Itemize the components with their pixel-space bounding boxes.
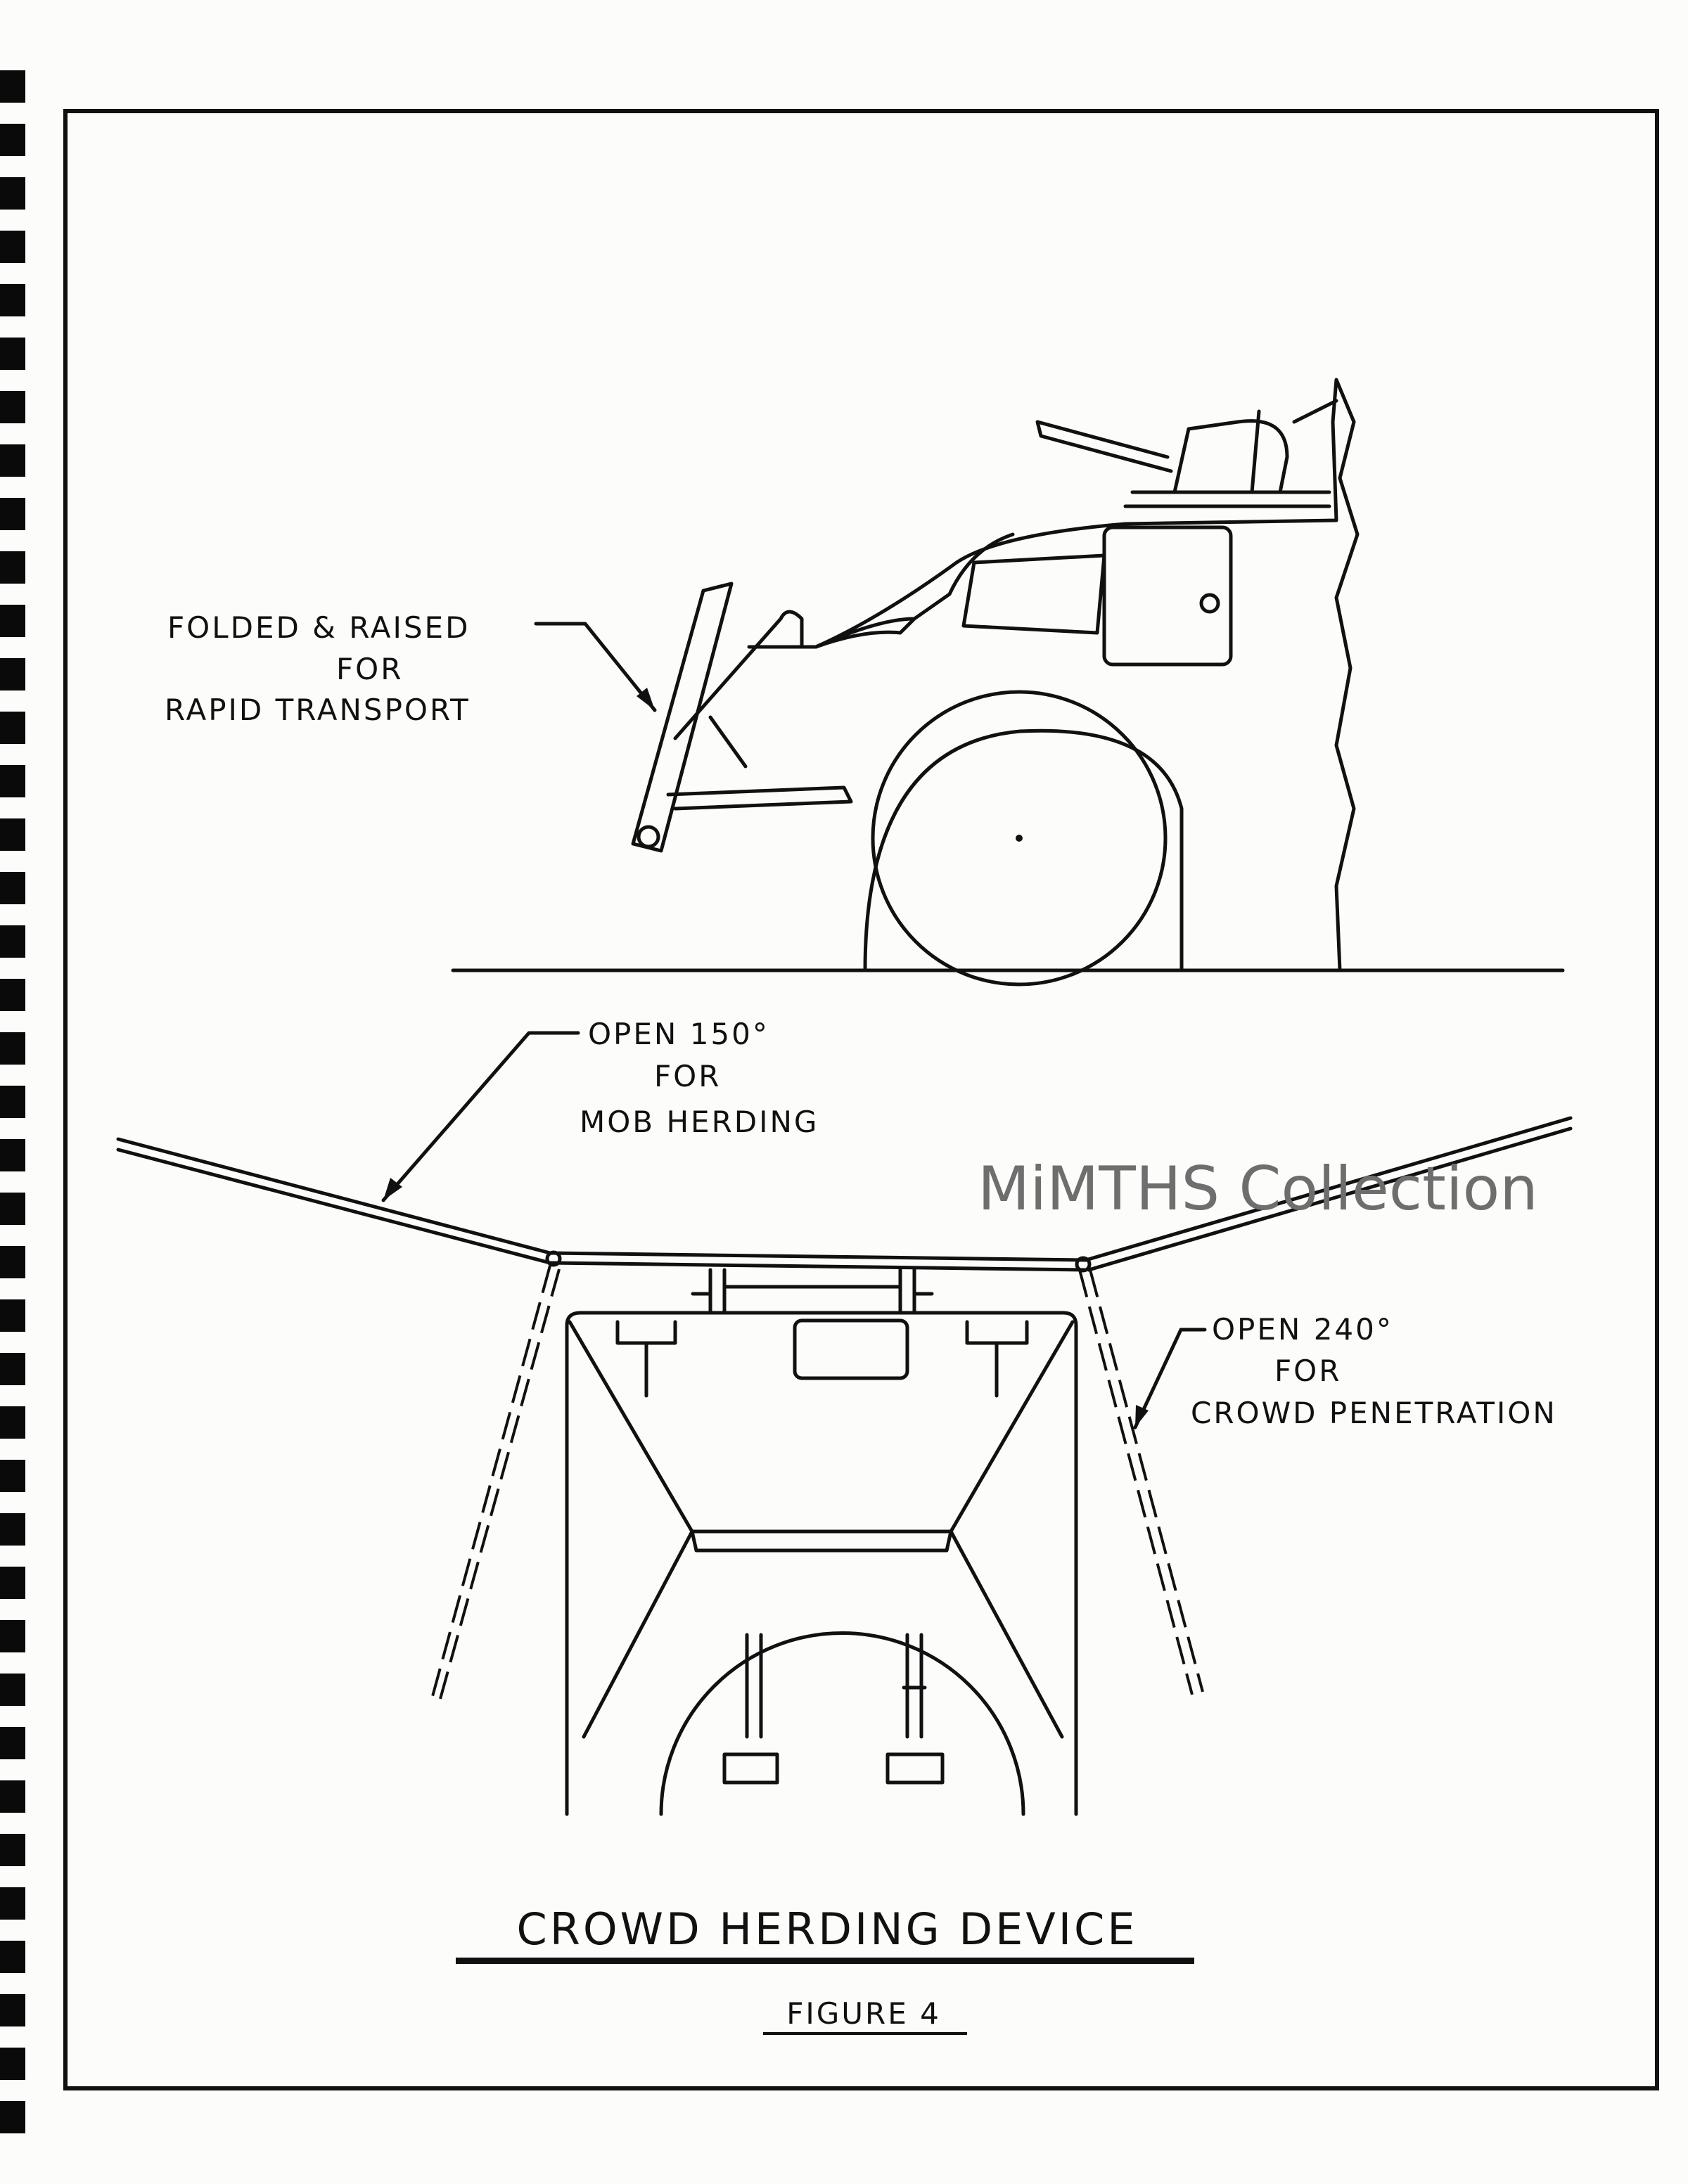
folded-label-line3: RAPID TRANSPORT [165, 693, 471, 727]
open150-pointer [381, 1031, 580, 1202]
open240-label-line3: CROWD PENETRATION [1191, 1396, 1557, 1430]
wheel-hub [1016, 835, 1023, 842]
vehicle-outline [565, 1311, 1078, 1816]
folded-label-line2: FOR [336, 652, 403, 686]
binding-hole [0, 2101, 25, 2133]
turret-ring [659, 1631, 1025, 1816]
left-hinge [545, 1250, 562, 1267]
wheel-arch [863, 728, 1184, 972]
turret [1123, 399, 1338, 508]
binding-hole [0, 1513, 25, 1546]
side-door [1102, 525, 1233, 667]
open240-pointer [1133, 1328, 1207, 1430]
hood-panels [568, 1320, 1075, 1739]
title-underline [456, 1958, 1194, 1964]
mirror-mounts [615, 1320, 1029, 1398]
folded-label-line1: FOLDED & RAISED [167, 610, 470, 645]
caster-wheel [637, 825, 660, 849]
binding-hole [0, 551, 25, 584]
binding-hole [0, 231, 25, 263]
binding-hole [0, 658, 25, 690]
binding-hole [0, 1460, 25, 1492]
folded-blade [631, 582, 734, 853]
vehicle-side-view [451, 378, 1565, 987]
fender [747, 617, 916, 649]
open150-label-line1: OPEN 150° [588, 1017, 769, 1051]
binding-hole [0, 1780, 25, 1813]
right-wing-open-150 [1084, 1116, 1573, 1272]
arrow-head-icon [1135, 1405, 1149, 1427]
binding-hole [0, 925, 25, 958]
binding-hole [0, 1727, 25, 1759]
door-handle [1199, 593, 1220, 614]
binding-hole [0, 1086, 25, 1118]
figure-caption: FIGURE 4 [786, 1996, 941, 2031]
binding-hole [0, 391, 25, 423]
folded-pointer [534, 622, 657, 712]
left-wing-open-240 [430, 1265, 561, 1700]
binding-hole [0, 1994, 25, 2026]
binding-hole [0, 818, 25, 851]
binding-hole [0, 1834, 25, 1866]
binding-hole [0, 1674, 25, 1706]
binding-hole [0, 872, 25, 904]
blade-linkage [666, 610, 853, 811]
binding-holes [0, 70, 25, 2133]
right-wing-open-240 [1078, 1269, 1204, 1695]
left-wing-open-150 [116, 1137, 552, 1265]
bar-mount [691, 1268, 934, 1314]
turret-gun-icon [1035, 420, 1173, 473]
water-cannon-icon [885, 1633, 945, 1785]
machine-gun-icon [722, 1633, 779, 1785]
figure-frame [63, 109, 1659, 2090]
right-hinge [1075, 1256, 1092, 1273]
binding-hole [0, 1193, 25, 1225]
figure-title: CROWD HERDING DEVICE [516, 1903, 1137, 1955]
binding-hole [0, 177, 25, 210]
binding-hole [0, 1941, 25, 1973]
binding-hole [0, 1620, 25, 1652]
binding-hole [0, 70, 25, 103]
binding-hole [0, 1246, 25, 1278]
binding-hole [0, 498, 25, 530]
front-bar [548, 1251, 1088, 1272]
binding-hole [0, 1299, 25, 1332]
binding-hole [0, 1139, 25, 1171]
open150-label-line3: MOB HERDING [580, 1105, 819, 1139]
arrow-head-icon [637, 688, 655, 710]
binding-hole [0, 1032, 25, 1065]
vehicle-body [814, 378, 1360, 972]
windshield [961, 553, 1106, 635]
binding-hole [0, 1567, 25, 1599]
binding-hole [0, 979, 25, 1011]
caption-underline [763, 2032, 967, 2035]
binding-hole [0, 338, 25, 370]
open240-label-line1: OPEN 240° [1212, 1312, 1393, 1347]
binding-hole [0, 2048, 25, 2080]
hatch [793, 1318, 909, 1380]
binding-hole [0, 765, 25, 797]
open240-label-line2: FOR [1274, 1354, 1341, 1388]
wheel [871, 690, 1168, 987]
binding-hole [0, 712, 25, 744]
binding-hole [0, 284, 25, 316]
vehicle-plan-view [116, 1031, 1573, 1816]
arrow-head-icon [383, 1178, 402, 1200]
binding-hole [0, 1353, 25, 1385]
binding-hole [0, 444, 25, 477]
binding-hole [0, 1406, 25, 1439]
watermark: MiMTHS Collection [978, 1154, 1538, 1224]
binding-hole [0, 605, 25, 637]
binding-hole [0, 124, 25, 156]
binding-hole [0, 1887, 25, 1920]
open150-label-line2: FOR [654, 1059, 721, 1093]
